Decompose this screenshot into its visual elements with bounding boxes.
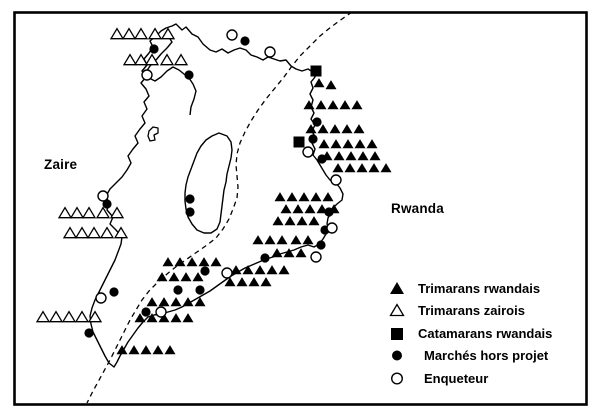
idjwi-island	[184, 132, 233, 234]
map-frame	[13, 11, 588, 406]
legend-item: Marchés hors projet	[384, 345, 552, 368]
region-label-zaire: Zaire	[44, 157, 78, 172]
legend-label: Catamarans rwandais	[418, 325, 553, 341]
legend-label: Enqueteur	[424, 370, 489, 386]
markers-marches-hors-projet	[84, 36, 334, 338]
legend-label: Trimarans rwandais	[418, 280, 541, 296]
legend-label: Trimarans zairois	[418, 303, 525, 319]
legend-item: Catamarans rwandais	[384, 322, 552, 345]
circle-filled-icon	[384, 348, 410, 363]
legend-item: Trimarans zairois	[384, 300, 552, 323]
legend-label: Marchés hors projet	[424, 348, 549, 364]
triangle-filled-icon	[384, 281, 410, 296]
markers-catamarans-rwandais	[293, 65, 322, 148]
markers-trimarans-zairois	[35, 27, 189, 323]
markers-enqueteur	[95, 29, 342, 318]
northwest-bay-shoreline	[145, 35, 197, 116]
legend-item: Enqueteur	[384, 367, 552, 390]
square-filled-icon	[384, 326, 410, 341]
region-label-rwanda: Rwanda	[391, 201, 444, 216]
markers-trimarans-rwandais	[116, 78, 392, 355]
country-border-dashed	[86, 11, 353, 404]
circle-open-icon	[384, 371, 410, 386]
triangle-open-icon	[384, 303, 410, 318]
legend-item: Trimarans rwandais	[384, 277, 552, 300]
small-lake	[147, 126, 159, 142]
